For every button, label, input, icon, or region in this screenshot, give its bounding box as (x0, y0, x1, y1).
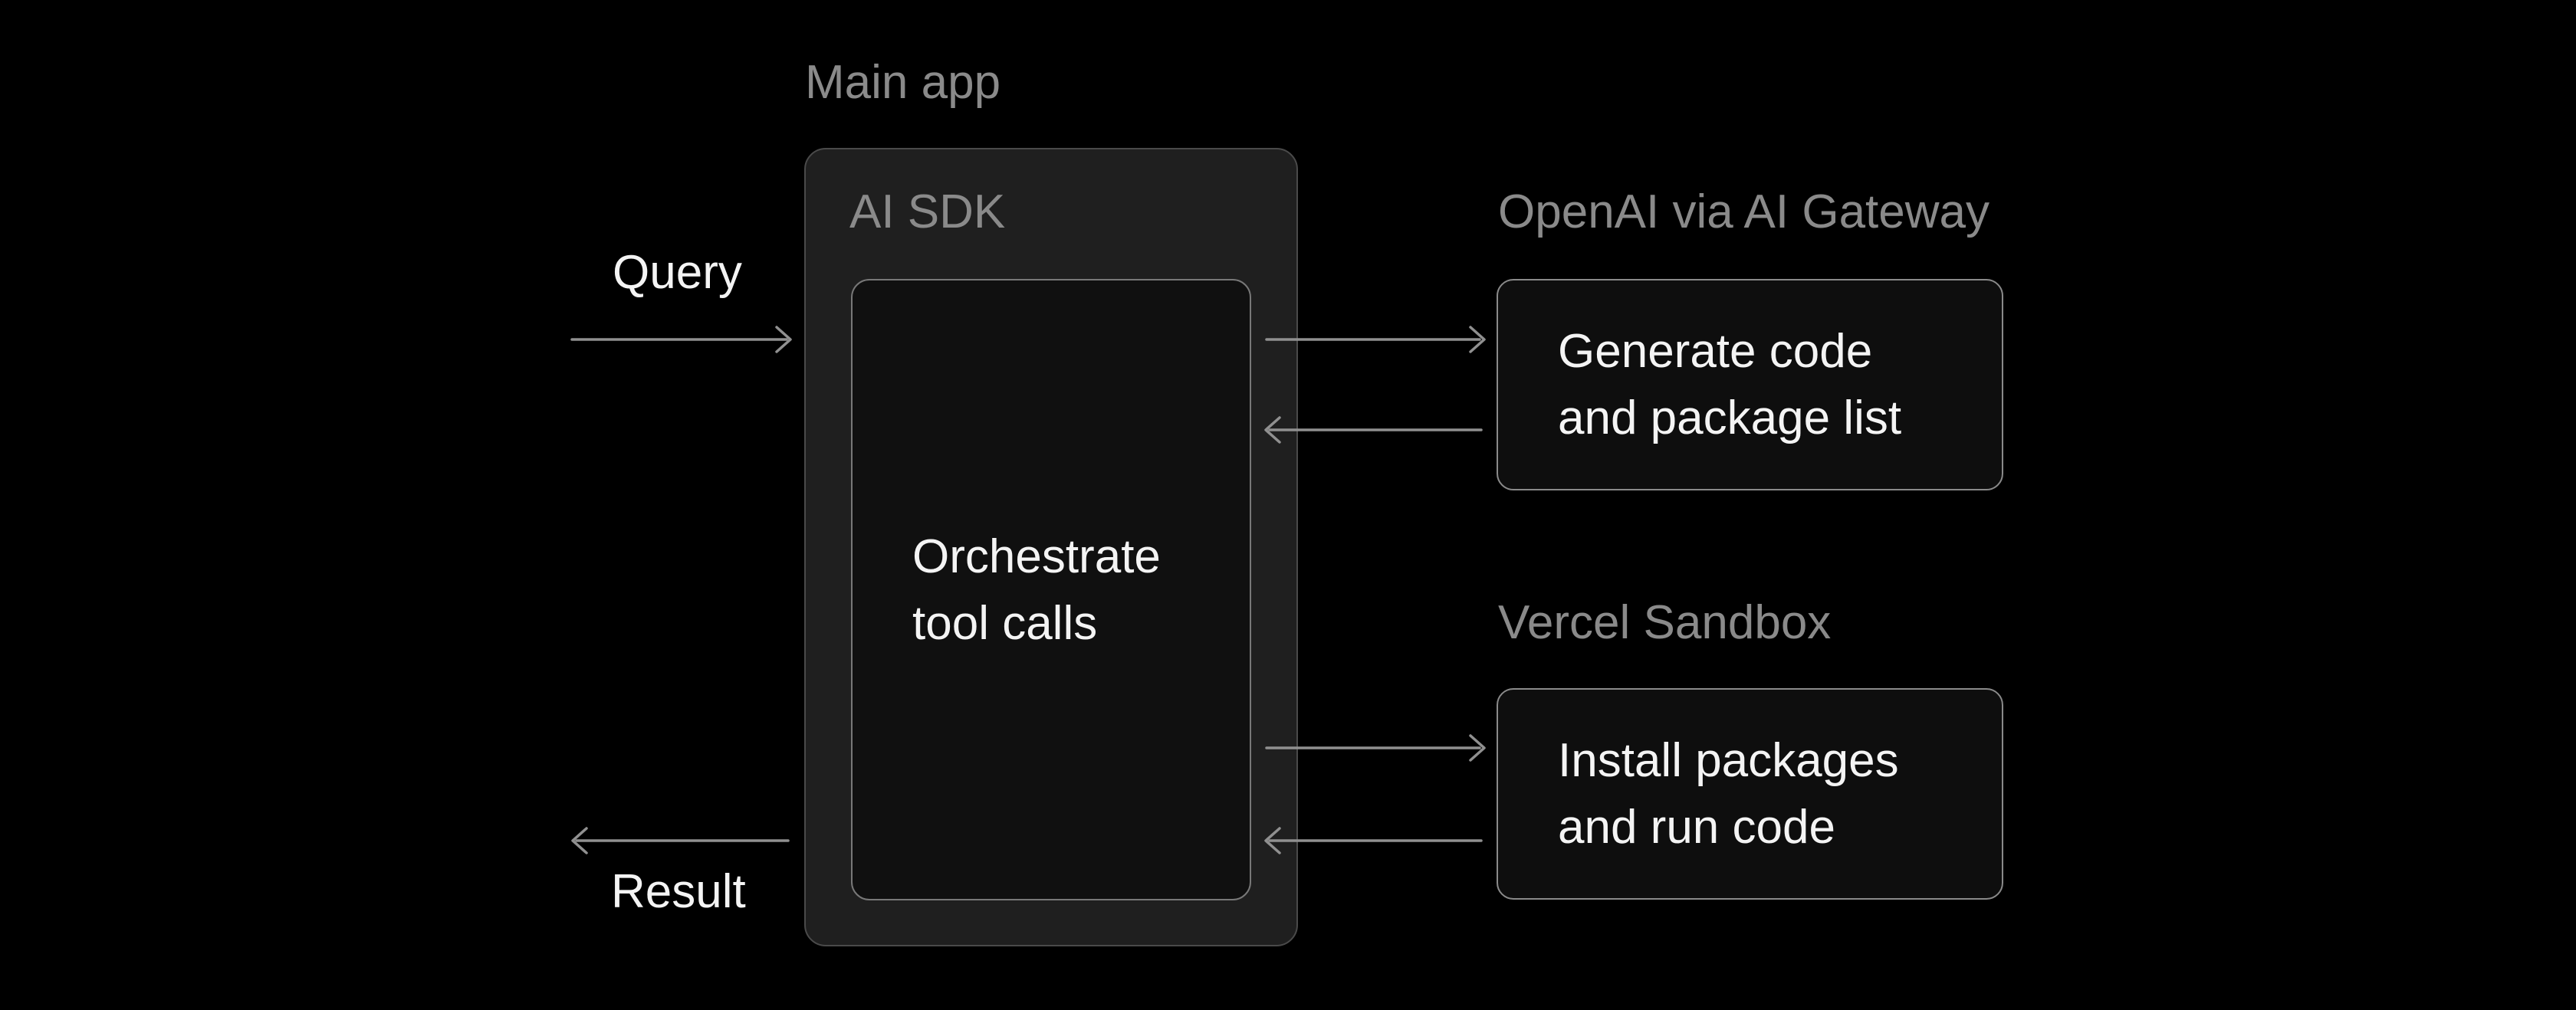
sandbox-request-arrow (1265, 734, 1486, 762)
openai-gateway-label: OpenAI via AI Gateway (1498, 185, 1990, 238)
query-arrow (570, 326, 792, 353)
orchestrator-text: Orchestrate tool calls (912, 530, 1161, 650)
install-packages-box: Install packages and run code (1497, 688, 2003, 900)
sandbox-response-arrow (1264, 827, 1483, 854)
generate-code-text: Generate code and package list (1558, 325, 1902, 444)
result-label: Result (611, 865, 746, 918)
query-label: Query (613, 246, 742, 299)
generate-code-box: Generate code and package list (1497, 279, 2003, 490)
result-arrow (571, 827, 790, 854)
orchestrator-box: Orchestrate tool calls (851, 279, 1251, 900)
ai-sdk-label: AI SDK (849, 185, 1006, 238)
main-app-label: Main app (805, 56, 1001, 109)
generate-response-arrow (1264, 416, 1483, 444)
generate-request-arrow (1265, 326, 1486, 353)
install-packages-text: Install packages and run code (1558, 734, 1899, 854)
vercel-sandbox-label: Vercel Sandbox (1498, 596, 1832, 649)
